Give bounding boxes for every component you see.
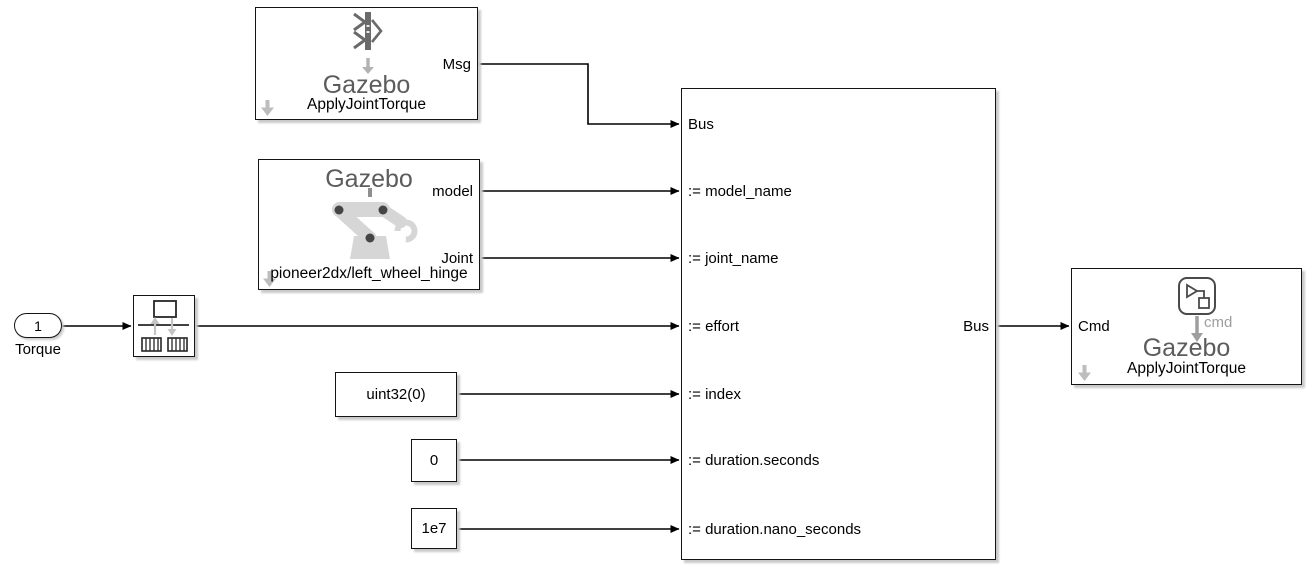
robot-arm-icon <box>332 188 418 259</box>
input-port-joint-name[interactable]: := joint_name <box>688 250 779 267</box>
inport-torque[interactable]: 1 <box>14 313 62 338</box>
input-port-effort[interactable]: := effort <box>688 318 740 335</box>
cmd-arrow-icon <box>1191 316 1203 342</box>
input-port-cmd[interactable]: Cmd <box>1078 318 1110 335</box>
variant-arrow-icon <box>263 271 276 287</box>
output-port-model[interactable]: model <box>432 183 473 200</box>
variant-arrow-icon <box>1078 365 1091 381</box>
entity-path-label: pioneer2dx/left_wheel_hinge <box>270 265 468 282</box>
apply-command-icon <box>1178 277 1216 315</box>
constant-1e7-block[interactable]: 1e7 <box>411 508 457 549</box>
data-conversion-block[interactable] <box>133 295 195 357</box>
constant-value: 1e7 <box>421 520 447 537</box>
input-port-duration-seconds[interactable]: := duration.seconds <box>688 452 820 469</box>
block-subtitle: ApplyJointTorque <box>1127 360 1246 377</box>
cmd-arrow-label: cmd <box>1204 314 1233 331</box>
output-port-msg[interactable]: Msg <box>442 56 471 73</box>
constant-value: 0 <box>429 452 439 469</box>
apply-joint-torque-block[interactable]: cmd Gazebo ApplyJointTorque Cmd <box>1071 268 1302 385</box>
inport-label: Torque <box>15 341 61 358</box>
block-title: Gazebo <box>1142 334 1231 362</box>
wire-msg-to-bus[interactable] <box>478 63 680 128</box>
block-title: Gazebo <box>322 71 411 99</box>
constant-value: uint32(0) <box>366 386 426 403</box>
bus-assignment-block[interactable]: Bus := model_name := joint_name := effor… <box>681 88 996 560</box>
select-entity-block[interactable]: Gazebo pioneer2dx/left_wheel_hinge model… <box>258 159 480 290</box>
output-port-bus[interactable]: Bus <box>963 318 989 335</box>
blank-message-block[interactable]: Gazebo ApplyJointTorque Msg <box>255 7 478 120</box>
input-port-bus[interactable]: Bus <box>688 116 714 133</box>
input-port-duration-nano-seconds[interactable]: := duration.nano_seconds <box>688 521 862 538</box>
data-conversion-icon <box>138 300 189 352</box>
variant-arrow-icon <box>261 100 274 116</box>
output-port-joint[interactable]: Joint <box>441 250 473 267</box>
input-port-index[interactable]: := index <box>688 386 741 403</box>
constant-uint32-block[interactable]: uint32(0) <box>335 372 457 417</box>
block-subtitle: ApplyJointTorque <box>307 96 426 113</box>
input-port-model-name[interactable]: := model_name <box>688 183 792 200</box>
inport-number: 1 <box>34 317 42 334</box>
constant-zero-block[interactable]: 0 <box>411 439 457 482</box>
blank-message-icon <box>353 12 383 74</box>
